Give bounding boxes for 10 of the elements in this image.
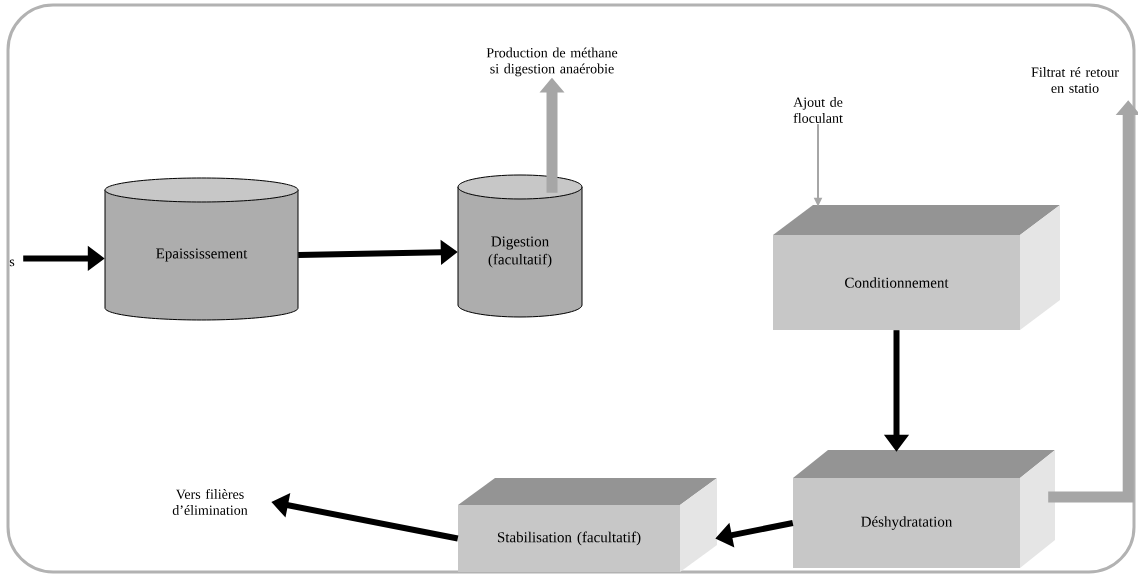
process-box: Déshydratation <box>793 450 1055 568</box>
note-text: Vers filières d’élimination <box>172 489 248 515</box>
note-text: s <box>9 259 15 267</box>
process-box: Stabilisation (facultatif) <box>458 478 717 572</box>
process-box: Conditionnement <box>773 205 1060 330</box>
note-text: Filtrat ré retour en statio <box>1031 67 1119 93</box>
tank-cylinder: Digestion (facultatif) <box>457 174 583 318</box>
tank-cylinder: Epaississement <box>104 177 299 321</box>
note-text: Production de méthane si digestion anaérobie <box>486 47 618 77</box>
note-text: Ajout de floculant <box>793 97 843 123</box>
